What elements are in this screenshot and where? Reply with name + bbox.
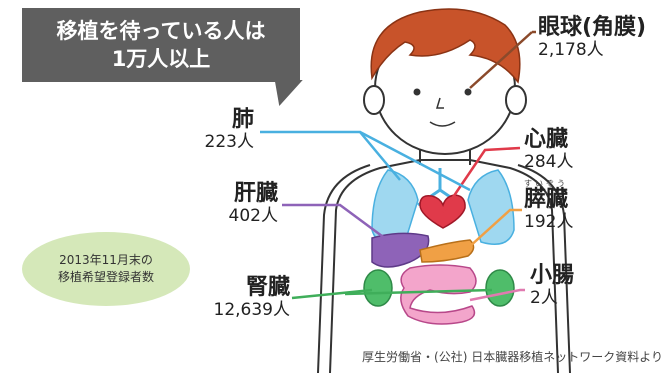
eye-count: 2,178人 (538, 40, 604, 60)
pancreas-leader-line (467, 208, 522, 249)
callout-bubble: 移植を待っている人は 1万人以上 (22, 8, 300, 82)
right-ear (505, 85, 527, 115)
eye-leader-line (469, 31, 533, 89)
eye-name: 眼球(角膜) (538, 15, 647, 40)
heart-count: 284人 (524, 152, 574, 172)
kidney-name: 腎臓 (245, 275, 290, 300)
liver-count: 402人 (228, 206, 278, 226)
label-lung: 肺 223人 (190, 107, 254, 153)
label-intestine: 小腸 2人 (530, 263, 575, 309)
kidney-left (363, 269, 393, 307)
pancreas (419, 239, 475, 263)
heart-leader-line (441, 146, 521, 213)
right-arm-outline (517, 164, 571, 373)
label-pancreas: すいぞう 膵臓 192人 (524, 179, 574, 233)
nose (435, 97, 444, 109)
kidney-count: 12,639人 (213, 300, 290, 320)
pancreas-name: 膵臓 (524, 187, 569, 212)
lung-leader-line-1 (260, 130, 401, 181)
kidney-leader-line-2 (344, 288, 493, 296)
intestine-count: 2人 (530, 288, 558, 308)
small-intestine (400, 264, 477, 325)
kidney-leader-line-1 (291, 288, 373, 300)
left-eye (413, 88, 421, 96)
lung-name: 肺 (231, 107, 254, 132)
callout-line-1: 移植を待っている人は (56, 19, 266, 43)
pancreas-count: 192人 (524, 212, 574, 232)
left-ear (363, 85, 385, 115)
left-arm-outline (317, 164, 371, 373)
intestine-leader-line (469, 288, 525, 302)
date-note: 2013年11月末の 移植希望登録者数 (22, 232, 190, 306)
callout-line-2: 1万人以上 (111, 47, 211, 71)
lung-count: 223人 (204, 132, 254, 152)
kidney-right (485, 269, 515, 307)
label-kidney: 腎臓 12,639人 (190, 275, 290, 321)
label-eye: 眼球(角膜) 2,178人 (538, 15, 647, 61)
note-line-1: 2013年11月末の (59, 253, 153, 267)
liver-leader-line (282, 203, 391, 244)
heart-name: 心臓 (524, 127, 569, 152)
label-liver: 肝臓 402人 (196, 181, 278, 227)
note-line-2: 移植希望登録者数 (57, 270, 154, 284)
pancreas-reading: すいぞう (524, 179, 568, 188)
source-credit: 厚生労働省・(公社) 日本臓器移植ネットワーク資料より (362, 350, 663, 364)
torso-outline (329, 159, 559, 373)
label-heart: 心臓 284人 (524, 127, 574, 173)
hair (370, 8, 521, 84)
lung-leader-line-2 (359, 130, 471, 192)
intestine-name: 小腸 (530, 263, 575, 288)
mouth (429, 121, 456, 127)
liver-name: 肝臓 (233, 181, 278, 206)
right-eye (464, 88, 472, 96)
lung-right (467, 169, 515, 245)
